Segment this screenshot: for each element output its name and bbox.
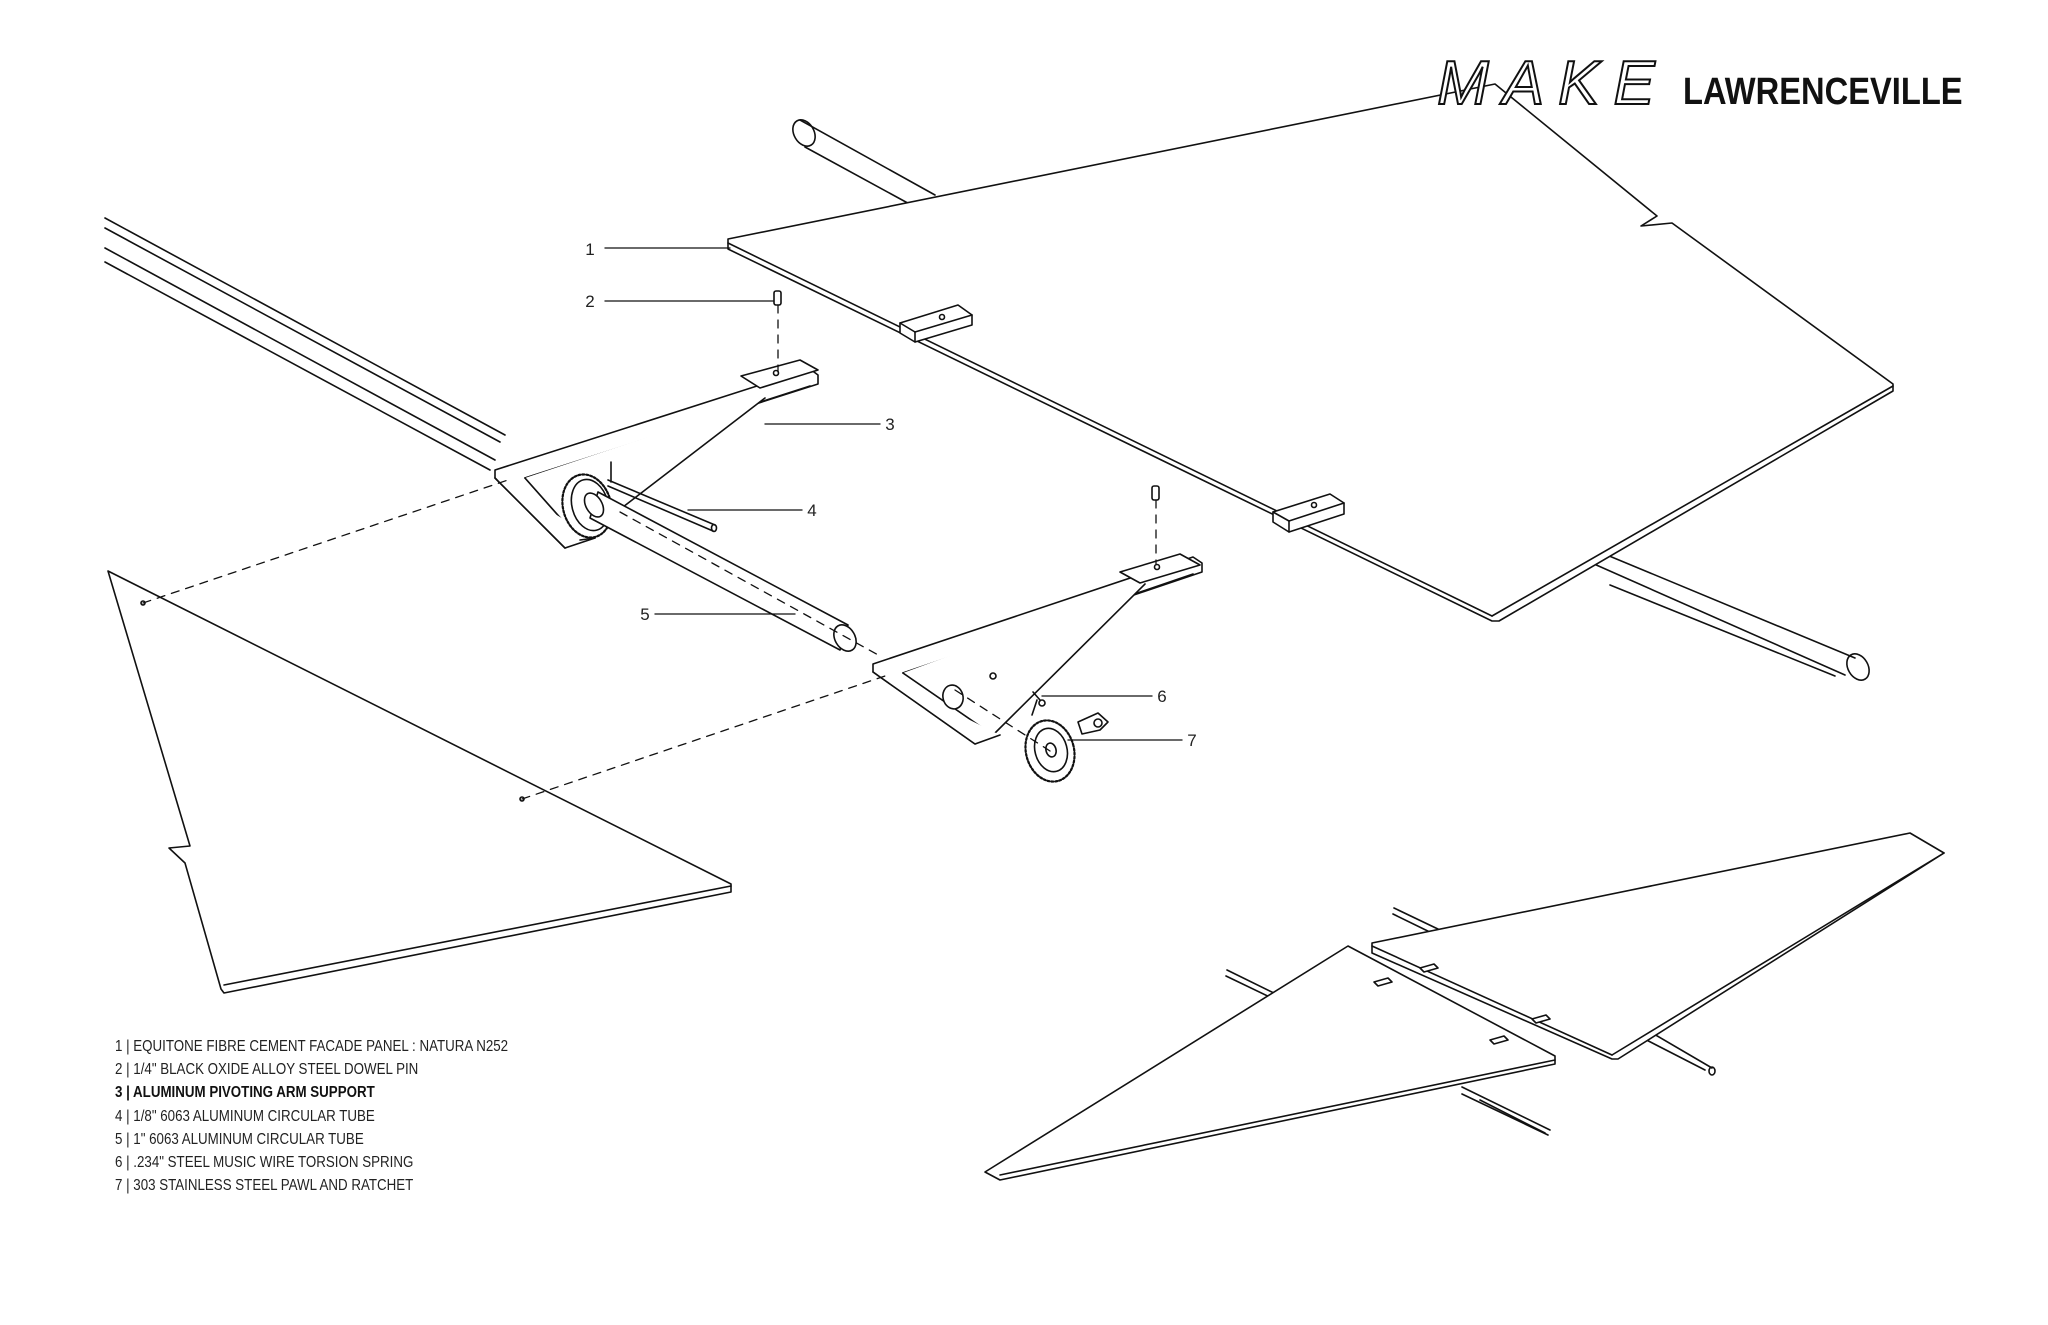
dowel-pin-upper (773, 290, 782, 306)
legend-item-6: 6 | .234" STEEL MUSIC WIRE TORSION SPRIN… (115, 1154, 414, 1172)
alignment-dashes (142, 304, 1157, 800)
legend-item-2: 2 | 1/4" BLACK OXIDE ALLOY STEEL DOWEL P… (115, 1061, 419, 1079)
arm-support-upper (494, 359, 819, 549)
callout-5: 5 (640, 605, 649, 624)
callout-3: 3 (885, 415, 894, 434)
triangle-panel-left (107, 570, 732, 994)
callout-7: 7 (1187, 731, 1196, 750)
callout-numbers: 1 2 3 4 5 6 7 (585, 240, 1196, 750)
panel-clip-2 (1272, 493, 1345, 533)
legend-item-5: 5 | 1" 6063 ALUMINUM CIRCULAR TUBE (115, 1130, 364, 1148)
panel-clip-1 (899, 304, 973, 343)
legend-item-4: 4 | 1/8" 6063 ALUMINUM CIRCULAR TUBE (115, 1107, 375, 1125)
pawl-ratchet-7 (1024, 712, 1109, 783)
callout-2: 2 (585, 292, 594, 311)
arm-support-lower (872, 553, 1203, 745)
callout-leaders (604, 247, 1183, 741)
title-place: LAWRENCEVILLE (1682, 71, 1963, 113)
assembled-view (984, 832, 1945, 1181)
dowel-pin-lower (1151, 485, 1160, 501)
long-rod-upper-left (104, 217, 506, 471)
main-tube-5 (583, 491, 857, 652)
main-tube-lower-right (1584, 547, 1870, 681)
main-tube-upper (792, 119, 936, 208)
callout-1: 1 (585, 240, 594, 259)
legend-item-1: 1 | EQUITONE FIBRE CEMENT FACADE PANEL :… (115, 1038, 509, 1055)
parts-legend: 1 | EQUITONE FIBRE CEMENT FACADE PANEL :… (115, 1035, 508, 1197)
torsion-spring-6 (989, 672, 1046, 716)
title-make: MAKE (1436, 48, 1669, 119)
small-tube-4 (607, 461, 718, 533)
legend-item-7: 7 | 303 STAINLESS STEEL PAWL AND RATCHET (115, 1177, 414, 1195)
title-block: MAKE LAWRENCEVILLE (1436, 48, 2008, 119)
facade-panel-1 (727, 83, 1894, 622)
legend-item-3: 3 | ALUMINUM PIVOTING ARM SUPPORT (115, 1084, 375, 1102)
callout-4: 4 (807, 501, 816, 520)
callout-6: 6 (1157, 687, 1166, 706)
